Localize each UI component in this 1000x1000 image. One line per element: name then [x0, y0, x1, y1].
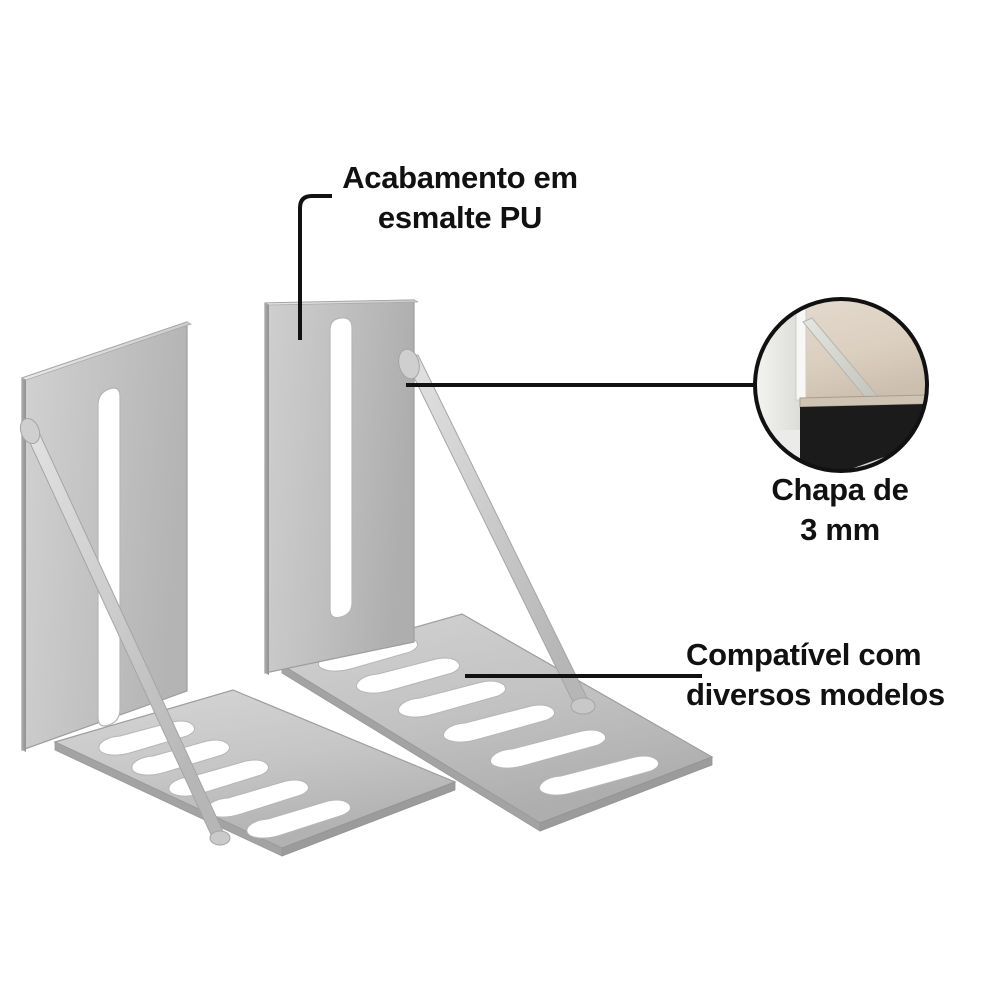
callout-label-finish: Acabamento em esmalte PU — [300, 158, 620, 238]
leader-lines — [298, 194, 755, 678]
detail-floor-left — [755, 430, 800, 471]
detail-plate-thickness — [799, 394, 927, 408]
base-slot-5 — [246, 799, 351, 839]
bracket-right — [264, 299, 714, 832]
bracket-right-vertical-plate — [264, 299, 419, 675]
callout-compat-line2: diversos modelos — [686, 677, 945, 712]
bracket-left-base-plate — [53, 689, 457, 857]
detail-plate-edge — [795, 299, 807, 401]
brace-top-pivot — [19, 417, 41, 445]
vertical-plate-left-edge — [265, 303, 269, 675]
callout-label-plate: Chapa de 3 mm — [700, 470, 980, 550]
detail-shadow — [800, 404, 927, 471]
base-slot-3 — [398, 680, 506, 718]
brace-bottom-pivot — [209, 830, 231, 846]
base-slot-6 — [539, 755, 659, 796]
base-plate-right-edge — [539, 756, 713, 832]
vertical-plate-slot — [97, 387, 121, 727]
brace-bottom-pivot — [570, 697, 596, 715]
callout-plate-line2: 3 mm — [800, 512, 880, 547]
bracket-right-diagonal-brace — [398, 348, 596, 715]
vertical-plate-slot — [329, 317, 353, 619]
brace-top-pivot — [398, 348, 420, 380]
bracket-left-diagonal-brace — [19, 417, 231, 846]
base-plate-slot-group — [318, 636, 659, 796]
bracket-right-base-plate — [280, 613, 714, 832]
base-plate-right-edge — [281, 781, 456, 857]
detail-circle — [753, 297, 929, 473]
leader-line-finish — [298, 194, 332, 340]
callout-plate-line1: Chapa de — [771, 472, 909, 507]
base-slot-2 — [356, 657, 460, 694]
bracket-left — [19, 321, 457, 857]
callout-finish-line1: Acabamento em — [342, 160, 578, 195]
bracket-left-vertical-plate — [20, 321, 193, 752]
callout-label-compat: Compatível com diversos modelos — [686, 635, 1000, 715]
vertical-plate-left-edge — [22, 378, 26, 752]
base-slot-4 — [443, 704, 555, 743]
base-slot-5 — [490, 729, 606, 769]
callout-finish-line2: esmalte PU — [377, 200, 543, 235]
callout-compat-line1: Compatível com — [686, 637, 922, 672]
detail-beige-panel — [797, 299, 927, 404]
